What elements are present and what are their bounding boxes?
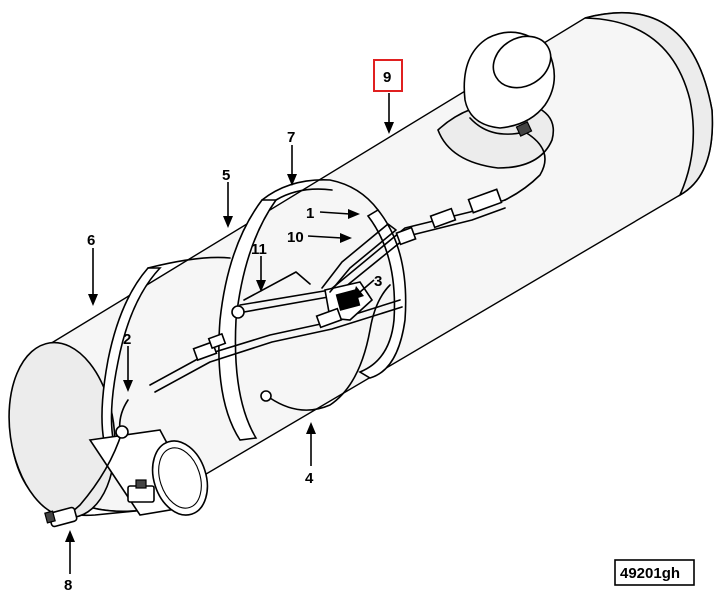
band-ring-right [358,208,407,379]
elbow-outlet [437,31,556,169]
sensor-11 [231,305,245,319]
wire-elbow [504,131,546,201]
inlet-pipe [88,429,209,516]
reference-code-box: 49201gh [614,559,695,586]
end-cap-right [584,11,714,197]
callout-4: 4 [305,470,314,487]
sensor-elbow [515,121,533,137]
connector-top [467,188,503,214]
callout-8: 8 [64,577,72,594]
band-ring-middle [218,179,379,441]
callout-6: 6 [87,232,95,249]
callout-3: 3 [374,273,382,290]
callout-5: 5 [222,167,230,184]
callout-9: 9 [383,69,391,86]
bracket-arm [321,223,397,293]
callout-2: 2 [123,331,131,348]
reference-code: 49201gh [620,565,680,582]
callout-11: 11 [251,241,267,258]
elbow-opening [492,35,552,89]
inlet-opening [151,440,209,516]
wire-lower-loop [269,284,391,411]
callout-9-highlight-box [373,59,403,92]
sensor-2 [115,425,129,439]
wire-connector-8 [71,431,123,513]
callout-arrows [65,93,394,574]
callout-7: 7 [287,129,295,146]
callout-10: 10 [287,229,304,246]
callout-1: 1 [306,205,314,222]
sensor-4 [260,390,272,402]
callout-labels: 1 2 3 4 5 6 7 8 9 10 11 [64,59,403,594]
